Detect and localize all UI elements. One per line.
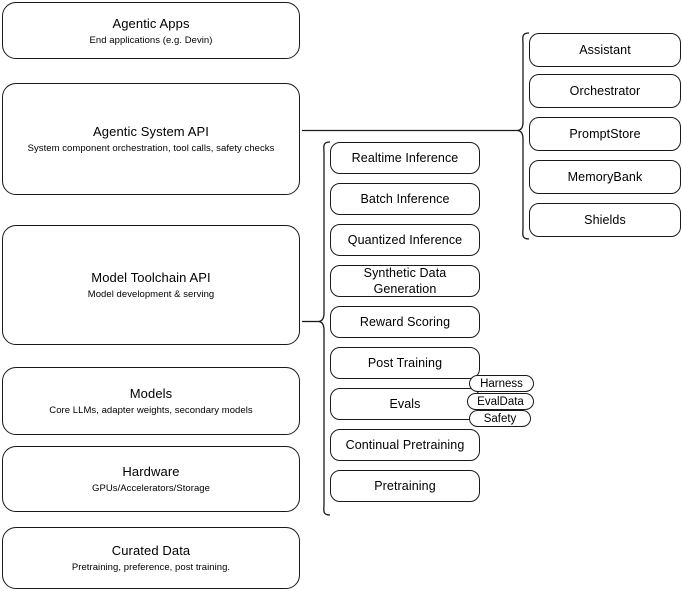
item-label: Post Training xyxy=(367,356,443,370)
tag-evaldata[interactable]: EvalData xyxy=(467,393,534,410)
item-realtime-inference[interactable]: Realtime Inference xyxy=(330,142,480,174)
item-reward-scoring[interactable]: Reward Scoring xyxy=(330,306,480,338)
item-label: MemoryBank xyxy=(567,170,643,184)
layer-title: Agentic Apps xyxy=(112,15,190,31)
layer-title: Hardware xyxy=(122,464,180,479)
layer-subtitle: Pretraining, preference, post training. xyxy=(71,562,231,573)
item-label: Pretraining xyxy=(374,479,436,493)
layer-subtitle: Model development & serving xyxy=(87,289,215,300)
item-evals[interactable]: Evals xyxy=(330,388,480,420)
middle-column-brace xyxy=(317,141,331,516)
layer-title: Models xyxy=(129,386,173,401)
tag-label: EvalData xyxy=(477,395,524,408)
item-pretraining[interactable]: Pretraining xyxy=(330,470,480,502)
layer-subtitle: Core LLMs, adapter weights, secondary mo… xyxy=(49,405,253,416)
layer-agentic-apps[interactable]: Agentic Apps End applications (e.g. Devi… xyxy=(2,2,300,59)
layer-subtitle: System component orchestration, tool cal… xyxy=(27,143,275,154)
layer-curated-data[interactable]: Curated Data Pretraining, preference, po… xyxy=(2,527,300,589)
item-label: Synthetic Data Generation xyxy=(363,266,447,296)
layer-title: Curated Data xyxy=(111,543,191,558)
item-label: Continual Pretraining xyxy=(345,438,465,452)
tag-harness[interactable]: Harness xyxy=(469,375,534,392)
item-label: Batch Inference xyxy=(360,192,450,206)
item-label: Realtime Inference xyxy=(351,151,459,165)
layer-subtitle: GPUs/Accelerators/Storage xyxy=(92,483,210,494)
item-memorybank[interactable]: MemoryBank xyxy=(529,160,681,194)
item-promptstore[interactable]: PromptStore xyxy=(529,117,681,151)
item-label: Orchestrator xyxy=(569,84,641,98)
item-label: Quantized Inference xyxy=(347,233,463,247)
item-quantized-inference[interactable]: Quantized Inference xyxy=(330,224,480,256)
right-column-brace xyxy=(516,32,530,240)
item-label: Reward Scoring xyxy=(359,315,451,329)
layer-subtitle: End applications (e.g. Devin) xyxy=(89,34,213,46)
item-continual-pretraining[interactable]: Continual Pretraining xyxy=(330,429,480,461)
item-shields[interactable]: Shields xyxy=(529,203,681,237)
item-post-training[interactable]: Post Training xyxy=(330,347,480,379)
item-orchestrator[interactable]: Orchestrator xyxy=(529,74,681,108)
item-label: Evals xyxy=(389,397,421,411)
layer-models[interactable]: Models Core LLMs, adapter weights, secon… xyxy=(2,367,300,435)
layer-model-toolchain-api[interactable]: Model Toolchain API Model development & … xyxy=(2,225,300,345)
layer-hardware[interactable]: Hardware GPUs/Accelerators/Storage xyxy=(2,446,300,512)
layer-title: Agentic System API xyxy=(93,124,209,139)
item-synthetic-data-generation[interactable]: Synthetic Data Generation xyxy=(330,265,480,297)
tag-label: Safety xyxy=(483,412,517,425)
layer-agentic-system-api[interactable]: Agentic System API System component orch… xyxy=(2,83,300,195)
item-label: Assistant xyxy=(579,43,631,57)
layer-title: Model Toolchain API xyxy=(91,270,211,285)
item-label: Shields xyxy=(584,213,626,227)
item-batch-inference[interactable]: Batch Inference xyxy=(330,183,480,215)
item-assistant[interactable]: Assistant xyxy=(529,33,681,67)
item-label: PromptStore xyxy=(569,127,641,141)
tag-label: Harness xyxy=(480,377,523,390)
tag-safety[interactable]: Safety xyxy=(469,410,531,427)
